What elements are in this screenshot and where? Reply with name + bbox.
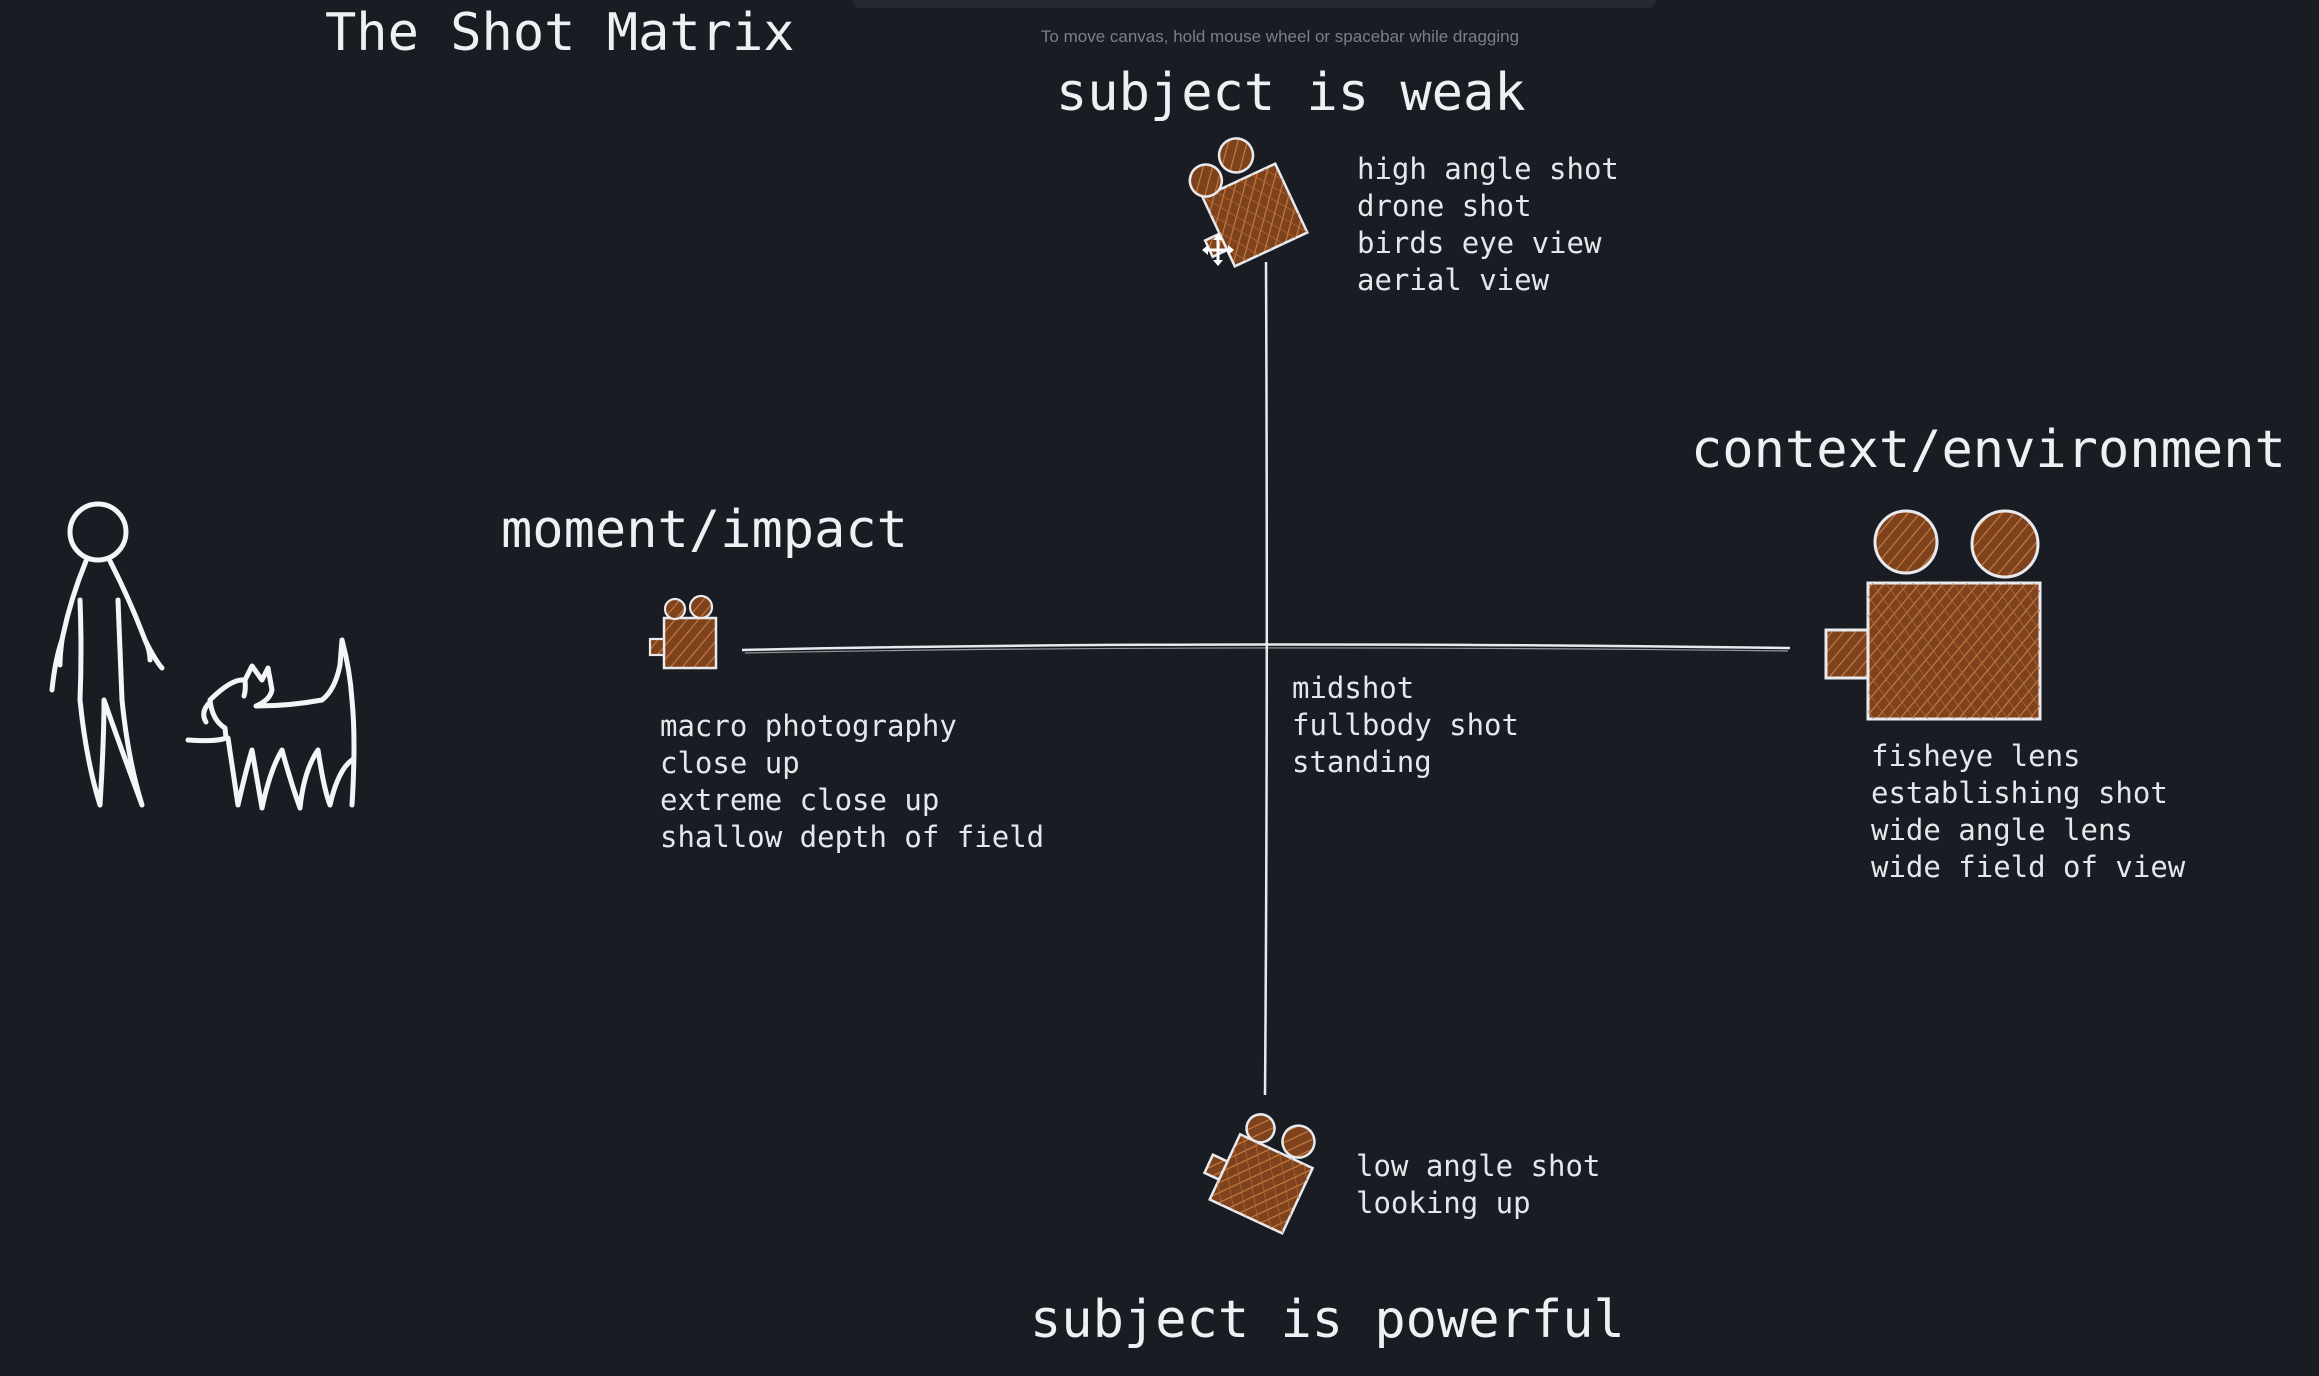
shot-list-right: fisheye lens establishing shot wide angl…: [1871, 738, 2185, 886]
list-item: fisheye lens: [1871, 739, 2081, 773]
list-item: midshot: [1292, 671, 1415, 705]
list-item: wide field of view: [1871, 850, 2186, 884]
camera-icon-left: [648, 594, 718, 670]
list-item: aerial view: [1357, 263, 1550, 297]
shot-list-bottom: low angle shot looking up: [1356, 1148, 1600, 1222]
list-item: high angle shot: [1357, 152, 1619, 186]
axis-label-left: moment/impact: [501, 500, 908, 560]
list-item: shallow depth of field: [660, 820, 1045, 854]
list-item: drone shot: [1357, 189, 1532, 223]
canvas-hint: To move canvas, hold mouse wheel or spac…: [1040, 27, 1520, 46]
list-item: fullbody shot: [1292, 708, 1519, 742]
person-icon: [49, 501, 165, 808]
list-item: extreme close up: [660, 783, 940, 817]
list-item: close up: [660, 746, 800, 780]
axis-label-bottom: subject is powerful: [1030, 1290, 1625, 1350]
list-item: looking up: [1356, 1186, 1531, 1220]
list-item: birds eye view: [1357, 226, 1602, 260]
camera-icon-right: [1824, 509, 2042, 721]
horizontal-axis: [741, 643, 1791, 652]
axis-label-right: context/environment: [1691, 420, 2286, 480]
toolbar-edge[interactable]: [852, 0, 1656, 8]
move-cursor-icon: [1202, 234, 1234, 266]
dog-icon: [185, 637, 357, 811]
camera-icon-bottom: [1202, 1113, 1316, 1236]
shot-list-center: midshot fullbody shot standing: [1292, 670, 1519, 781]
list-item: wide angle lens: [1871, 813, 2133, 847]
axis-label-top: subject is weak: [1056, 63, 1526, 123]
shot-list-left: macro photography close up extreme close…: [660, 708, 1044, 856]
camera-icon-top: [1188, 137, 1309, 269]
list-item: establishing shot: [1871, 776, 2168, 810]
matrix-title: The Shot Matrix: [325, 3, 795, 63]
list-item: standing: [1292, 745, 1432, 779]
list-item: macro photography: [660, 709, 957, 743]
vertical-axis: [1263, 261, 1269, 1096]
list-item: low angle shot: [1356, 1149, 1601, 1183]
shot-list-top: high angle shot drone shot birds eye vie…: [1357, 151, 1619, 299]
